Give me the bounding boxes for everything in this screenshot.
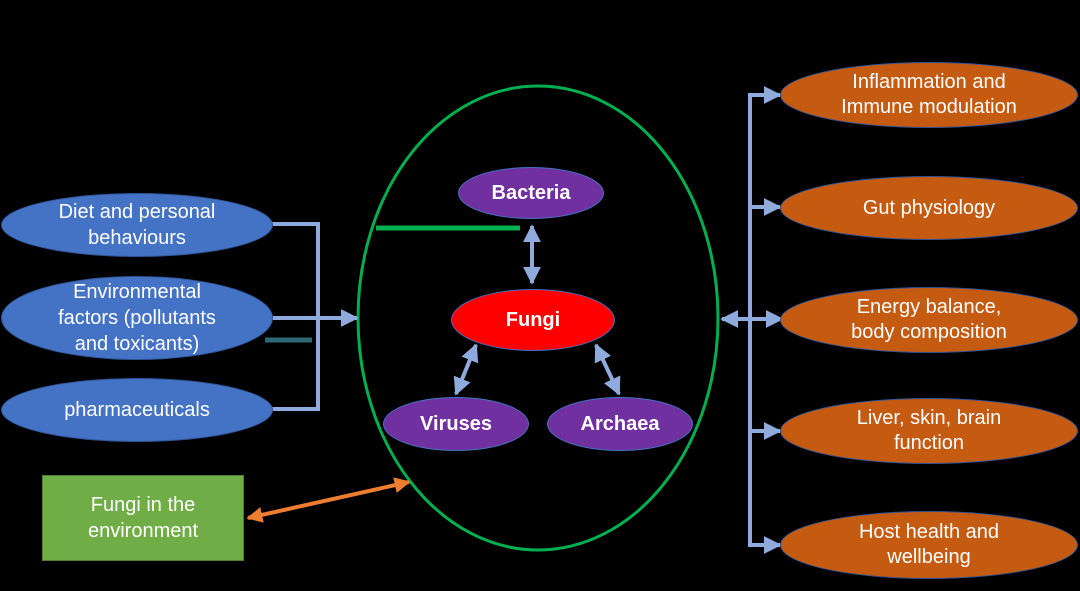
fungi-viruses-arrow [453,343,479,396]
outcome-gut-physiology: Gut physiology [780,176,1078,240]
bacteria-label: Bacteria [491,182,571,204]
fungi-environment-box: Fungi in the environment [42,475,244,561]
outcome-gut-label: Gut physiology [862,196,996,219]
fungi-archaea-arrow [594,343,621,396]
outcome-energy-balance: Energy balance, body composition [780,287,1078,353]
input-bracket [272,222,320,411]
viruses-label: Viruses [420,413,492,435]
archaea-label: Archaea [580,413,660,435]
input-diet: Diet and personal behaviours [1,193,273,257]
outcome-energy-label: Energy balance, body composition [851,296,1007,343]
fungi-label: Fungi [505,309,561,331]
fungi-node: Fungi [451,289,615,351]
outcome-liver-skin-brain: Liver, skin, brain function [780,398,1078,464]
bacteria-node: Bacteria [458,167,604,219]
input-pharmaceuticals-label: pharmaceuticals [64,399,210,421]
outcome-inflammation-label: Inflammation and Immune modulation [841,71,1017,118]
outcome-host-label: Host health and wellbeing [858,521,1000,568]
fungi-environment-label: Fungi in the environment [87,494,199,542]
outcome-host-health: Host health and wellbeing [780,511,1078,579]
input-environmental-label: Environmental factors (pollutants and to… [58,281,216,355]
input-diet-label: Diet and personal behaviours [58,201,216,249]
outcome-liver-label: Liver, skin, brain function [856,407,1002,454]
environment-arrow [246,477,411,523]
input-pharmaceuticals: pharmaceuticals [1,378,273,442]
archaea-node: Archaea [547,397,693,451]
outcome-inflammation: Inflammation and Immune modulation [780,62,1078,128]
input-environmental-factors: Environmental factors (pollutants and to… [1,276,273,360]
viruses-node: Viruses [383,397,529,451]
